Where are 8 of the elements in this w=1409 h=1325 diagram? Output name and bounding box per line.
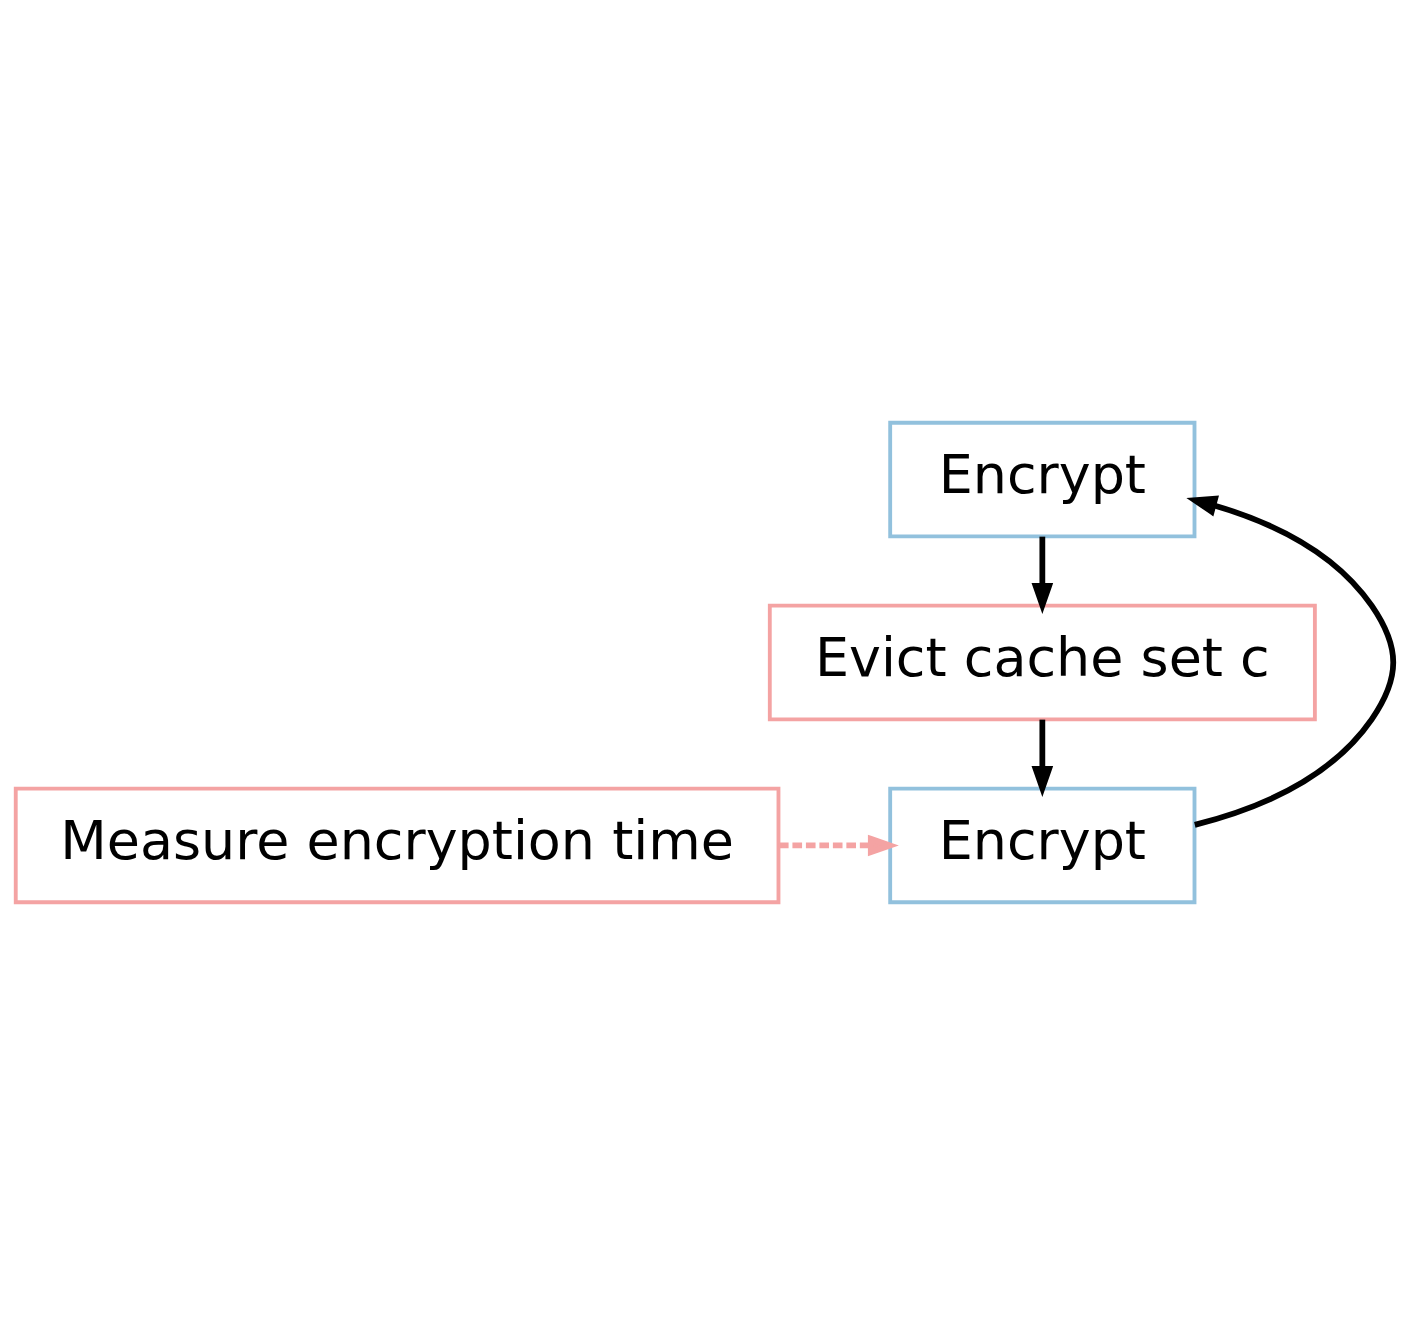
arrow bbox=[1186, 495, 1397, 828]
arrow bbox=[1031, 536, 1054, 614]
node-box: Encrypt bbox=[888, 786, 1197, 905]
node-box: Evict cache set c bbox=[767, 603, 1317, 722]
arrow bbox=[1031, 719, 1054, 797]
node-box: Measure encryption time bbox=[13, 786, 781, 905]
arrow bbox=[778, 834, 899, 857]
node-box: Encrypt bbox=[888, 420, 1197, 539]
